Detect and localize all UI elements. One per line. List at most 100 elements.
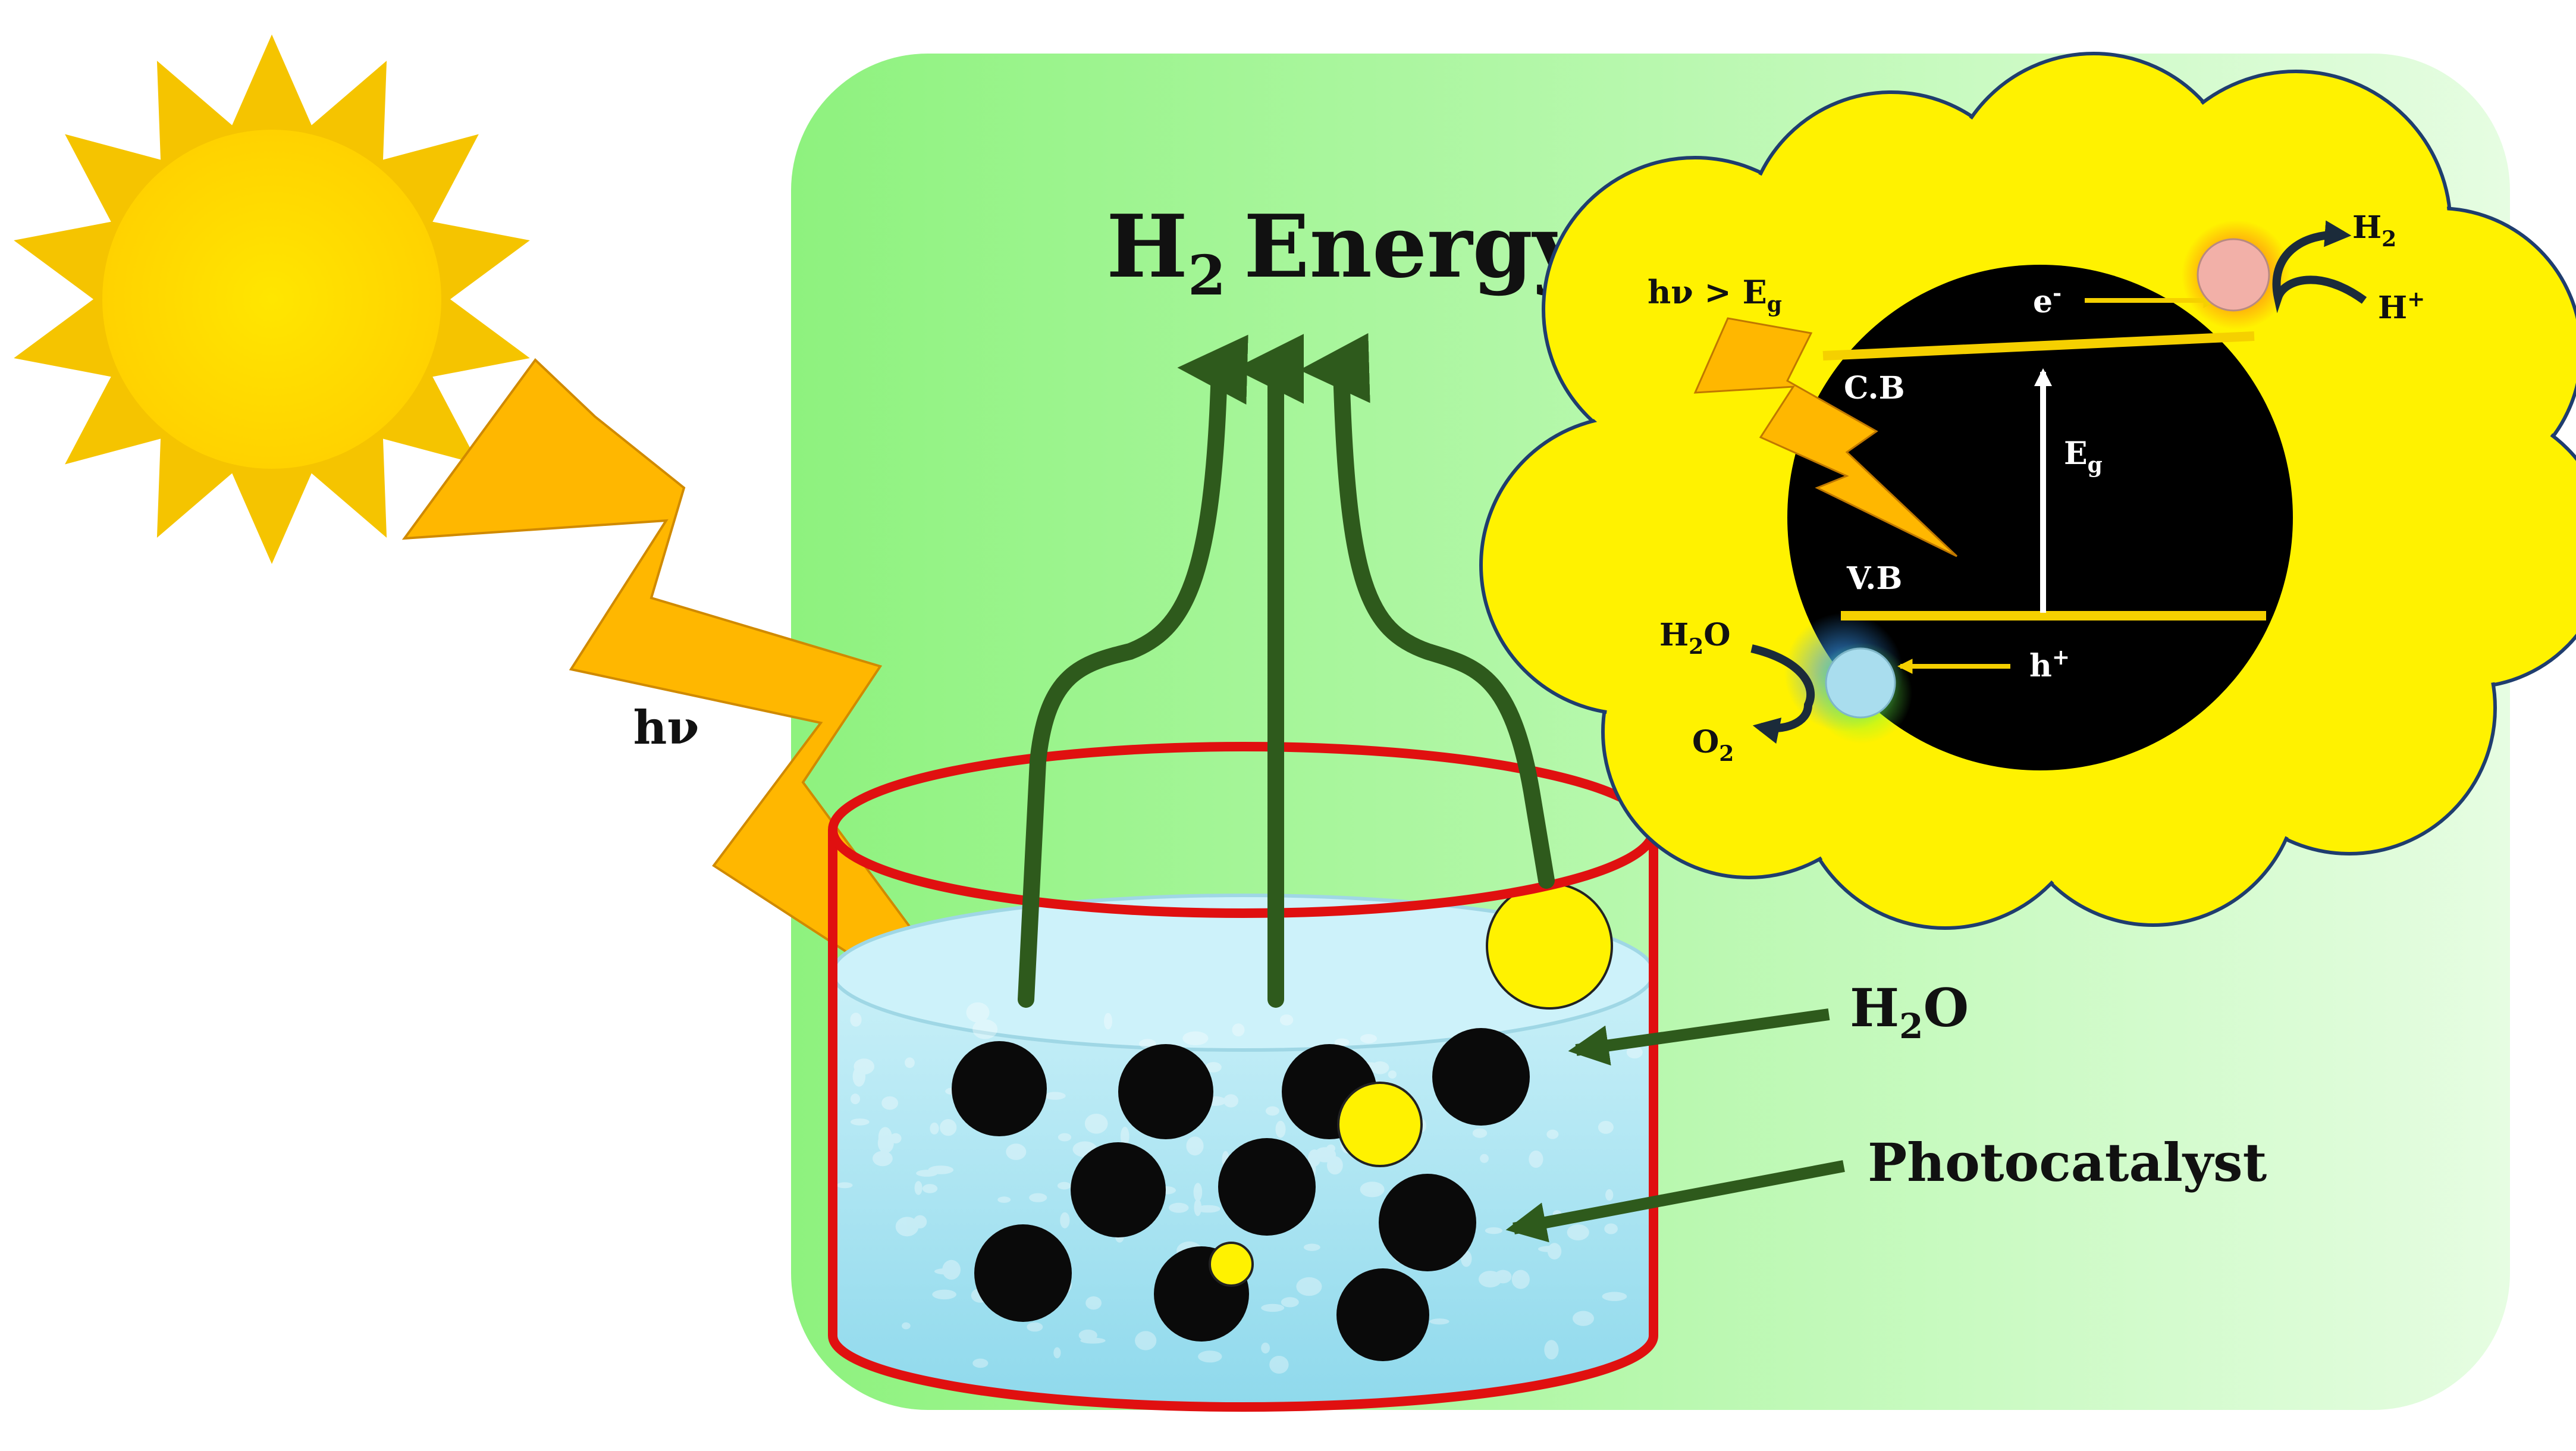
water-droplet (1604, 1223, 1618, 1234)
water-droplet (1169, 1202, 1189, 1213)
sun-icon (14, 35, 530, 564)
water-droplet (878, 1127, 892, 1147)
water-droplet (1360, 1034, 1377, 1043)
valence-band-label: V.B (1846, 560, 1902, 597)
water-droplet (851, 1093, 860, 1105)
water-droplet (916, 1170, 938, 1177)
water-droplet (930, 1122, 939, 1135)
water-droplet (895, 1217, 919, 1237)
water-droplet (1546, 1129, 1559, 1139)
water-droplet (1371, 1061, 1389, 1074)
water-droplet (997, 1196, 1011, 1203)
water-droplet (1281, 1297, 1299, 1308)
electron-label: e- (2033, 281, 2062, 320)
water-droplet (1472, 1128, 1488, 1138)
water-droplet (932, 1289, 956, 1300)
water-droplet (1027, 1322, 1043, 1332)
beaker-rim-back (828, 742, 1658, 831)
water-droplet (934, 1268, 958, 1275)
water-droplet (1057, 1182, 1071, 1190)
conduction-band-label: C.B (1844, 370, 1905, 406)
water-droplet (1029, 1193, 1047, 1202)
proton-reduction-arrow (2272, 220, 2367, 314)
water-droplet (1314, 1147, 1336, 1162)
water-droplet (877, 1133, 894, 1154)
water-droplet (914, 1181, 923, 1195)
reduction-site (2197, 238, 2270, 312)
water-droplet (1196, 1205, 1220, 1213)
water-droplet (854, 1058, 874, 1075)
water-droplet (1085, 1296, 1102, 1310)
water-droplet (1567, 1224, 1589, 1240)
water-droplet (942, 1259, 961, 1280)
water-droplet (913, 1215, 927, 1229)
conduction-band-line (1822, 331, 2255, 361)
water-droplet (905, 1057, 915, 1068)
water-droplet (1232, 1023, 1245, 1037)
water-droplet (1480, 1154, 1489, 1163)
water-droplet (1547, 1243, 1562, 1260)
water-droplet (928, 1165, 954, 1174)
water-droplet (1602, 1292, 1627, 1301)
water-droplet (1265, 1106, 1279, 1116)
beaker-bottom (828, 1335, 1658, 1412)
water-droplet (1084, 1114, 1108, 1134)
water-droplet (1626, 1046, 1643, 1059)
water-droplet (1198, 1350, 1222, 1363)
water-oxidation-arrow (1750, 644, 1815, 744)
band-gap-label: Eg (2064, 435, 2103, 478)
water-droplet (1573, 1311, 1594, 1326)
water-droplet (1060, 1212, 1070, 1229)
photon-label: hν (633, 701, 699, 755)
water-droplet (1104, 1013, 1112, 1030)
water-droplet (1269, 1356, 1289, 1374)
water-droplet (1429, 1318, 1449, 1325)
water-droplet (922, 1184, 938, 1193)
water-droplet (1194, 1199, 1202, 1217)
water-droplet (1080, 1337, 1106, 1344)
water-droplet (850, 1013, 862, 1027)
water-droplet (1261, 1342, 1270, 1354)
water-droplet (1326, 1144, 1336, 1153)
photocatalyst-label: Photocatalyst (1868, 1132, 2267, 1193)
band-diagram-inset: hν > Eg e- C.B V.B Eg h+ H2 H+ H2O O2 (1479, 52, 2576, 930)
water-droplet (1078, 1329, 1097, 1342)
hydrogen-flow-arrows (1018, 333, 1555, 1008)
water-droplet (1205, 1062, 1222, 1073)
water-droplet (881, 1096, 898, 1110)
water-droplet (972, 1358, 989, 1368)
water-droplet (966, 1002, 990, 1023)
hole-label: h+ (2029, 645, 2070, 684)
water-droplet (1275, 1120, 1286, 1138)
water-droplet (1605, 1189, 1614, 1201)
water-droplet (1058, 1133, 1072, 1142)
water-droplet (1279, 1014, 1294, 1026)
inset-water-label: H2O (1659, 617, 1731, 659)
water-droplet (836, 1182, 853, 1189)
water-droplet (1296, 1277, 1322, 1296)
water-droplet (1334, 1038, 1350, 1046)
water-droplet (852, 1066, 866, 1087)
oxygen-product-label: O2 (1692, 724, 1734, 766)
water-droplet (1186, 1136, 1204, 1156)
water-droplet (1193, 1183, 1203, 1202)
excitation-label: hν > Eg (1648, 273, 1782, 317)
water-droplet (1303, 1243, 1320, 1251)
water-droplet (902, 1322, 911, 1330)
water-label: H2O (1850, 977, 1969, 1046)
water-droplet (1511, 1270, 1530, 1289)
water-droplet (1544, 1340, 1559, 1360)
water-droplet (1598, 1121, 1614, 1134)
water-droplet (1388, 1070, 1397, 1079)
water-droplet (940, 1119, 957, 1136)
inset-lightning-icon (1693, 317, 1958, 557)
water-droplet (972, 1019, 998, 1039)
water-droplet (974, 1021, 984, 1028)
water-droplet (1485, 1227, 1502, 1234)
water-droplet (1139, 1039, 1156, 1049)
oxidation-site (1825, 647, 1896, 719)
water-droplet (1044, 1092, 1066, 1100)
beaker-rim-front (828, 829, 1658, 918)
